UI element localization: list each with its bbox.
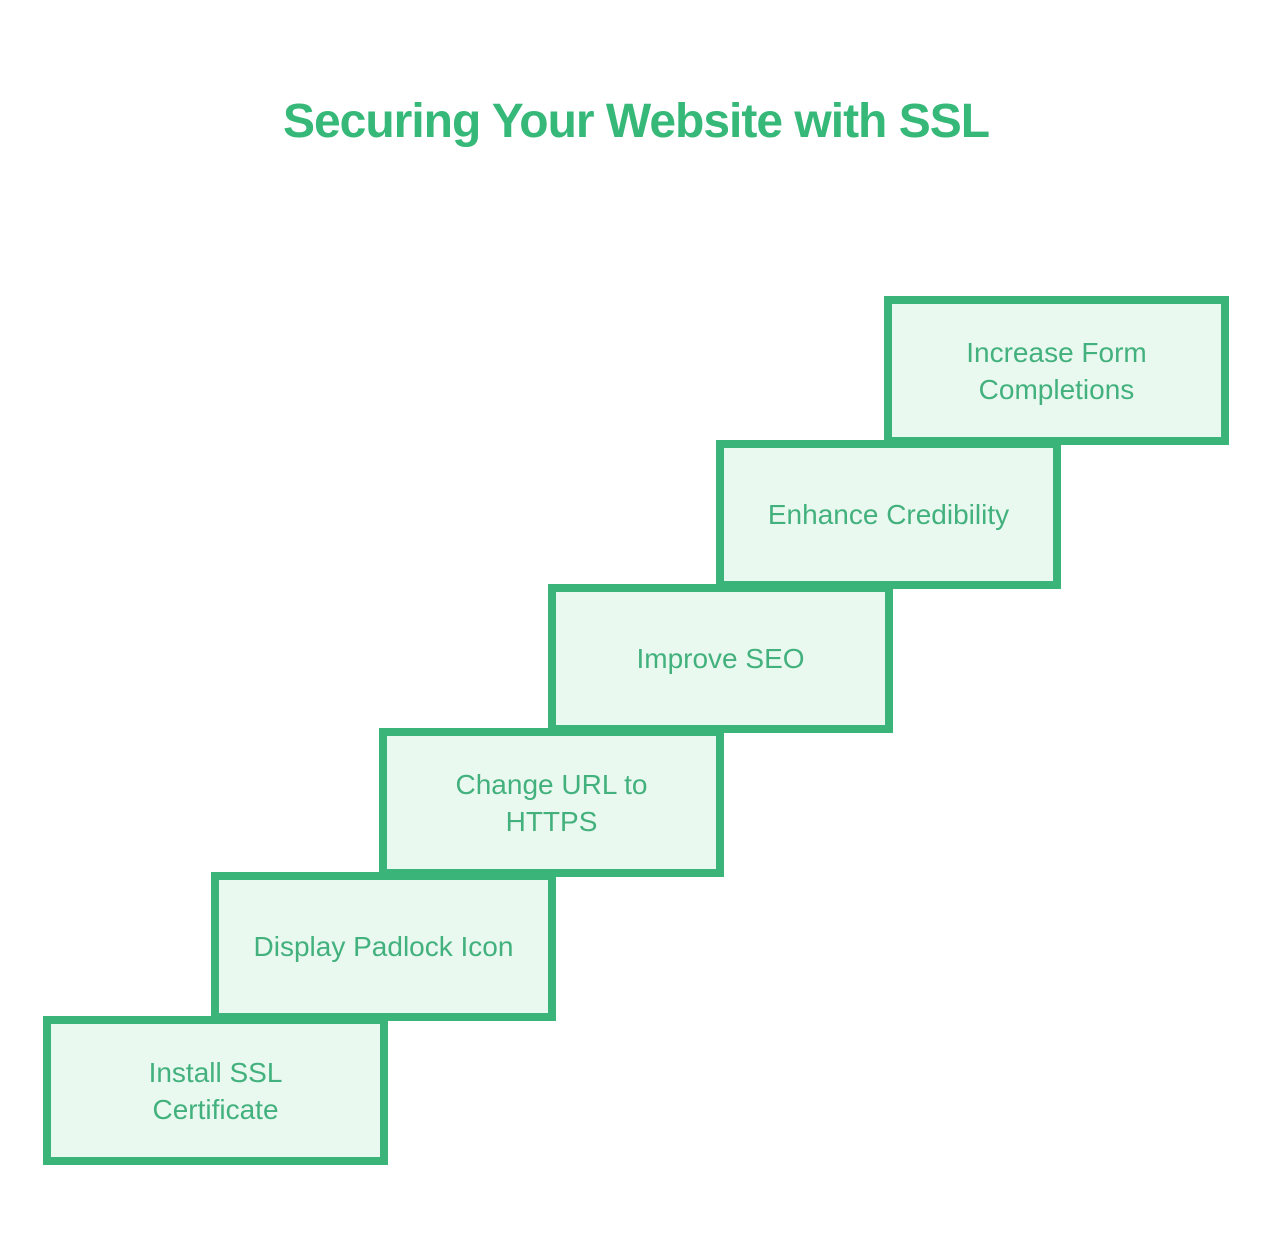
- step-increase-form-completions: Increase Form Completions: [884, 296, 1229, 445]
- step-improve-seo: Improve SEO: [548, 584, 893, 733]
- step-enhance-credibility: Enhance Credibility: [716, 440, 1061, 589]
- step-label: Enhance Credibility: [767, 499, 1010, 530]
- step-label: Install SSL Certificate: [148, 1056, 283, 1125]
- step-display-padlock-icon: Display Padlock Icon: [211, 872, 556, 1021]
- step-install-ssl-certificate: Install SSL Certificate: [43, 1016, 388, 1165]
- page-title: Securing Your Website with SSL: [282, 95, 990, 148]
- step-label: Improve SEO: [636, 643, 805, 674]
- step-change-url-to-https: Change URL to HTTPS: [379, 728, 724, 877]
- step-label: Change URL to HTTPS: [455, 768, 648, 837]
- step-label: Increase Form Completions: [966, 336, 1147, 405]
- step-label: Display Padlock Icon: [253, 931, 514, 962]
